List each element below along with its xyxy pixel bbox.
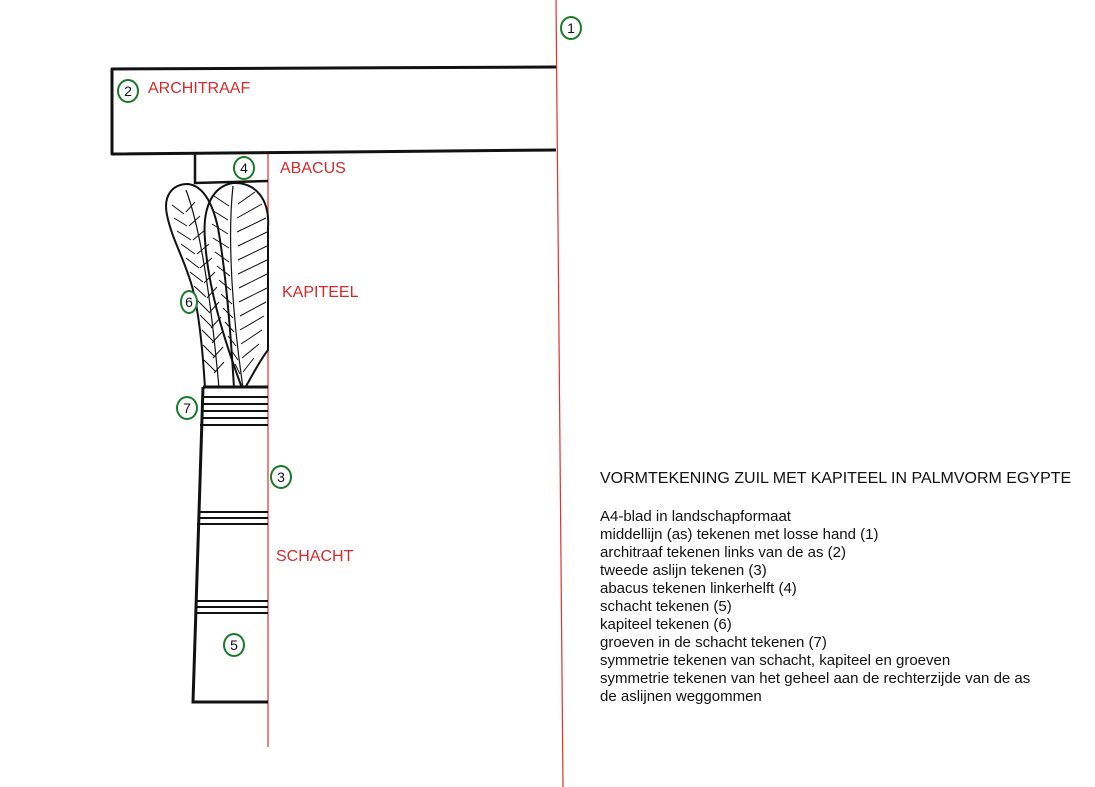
instruction-step: A4-blad in landschapformaat xyxy=(600,508,791,525)
step-number-3: 3 xyxy=(270,465,292,489)
step-number-2: 2 xyxy=(117,79,139,103)
step-number-7: 7 xyxy=(176,396,198,420)
instructions-block: VORMTEKENING ZUIL MET KAPITEEL IN PALMVO… xyxy=(600,470,1090,706)
instruction-step: groeven in de schacht tekenen (7) xyxy=(600,634,827,651)
label-schacht: SCHACHT xyxy=(276,548,354,565)
step-number-5: 5 xyxy=(223,633,245,657)
shaft-grooves xyxy=(196,396,268,614)
instructions-title: VORMTEKENING ZUIL MET KAPITEEL IN PALMVO… xyxy=(600,470,1072,487)
architrave-shape xyxy=(110,65,557,156)
instruction-step: schacht tekenen (5) xyxy=(600,598,732,615)
shaft-shape xyxy=(191,385,268,704)
instruction-step: tweede aslijn tekenen (3) xyxy=(600,562,767,579)
instruction-step: symmetrie tekenen van het geheel aan de … xyxy=(600,670,1031,687)
instruction-step: middellijn (as) tekenen met losse hand (… xyxy=(600,526,879,543)
instruction-step: symmetrie tekenen van schacht, kapiteel … xyxy=(600,652,951,669)
instruction-step: architraaf tekenen links van de as (2) xyxy=(600,544,846,561)
instruction-step: kapiteel tekenen (6) xyxy=(600,616,732,633)
instruction-step: de aslijnen weggommen xyxy=(600,688,762,705)
capital-palm-leaves xyxy=(165,181,270,389)
instruction-step: abacus tekenen linkerhelft (4) xyxy=(600,580,797,597)
abacus-shape xyxy=(193,154,269,185)
step-number-4: 4 xyxy=(233,156,255,180)
label-architraaf: ARCHITRAAF xyxy=(148,80,251,97)
label-abacus: ABACUS xyxy=(280,160,346,177)
step-number-6: 6 xyxy=(180,290,198,314)
label-kapiteel: KAPITEEL xyxy=(282,284,359,301)
step-number-1: 1 xyxy=(560,16,582,40)
main-axis-line xyxy=(555,0,564,787)
